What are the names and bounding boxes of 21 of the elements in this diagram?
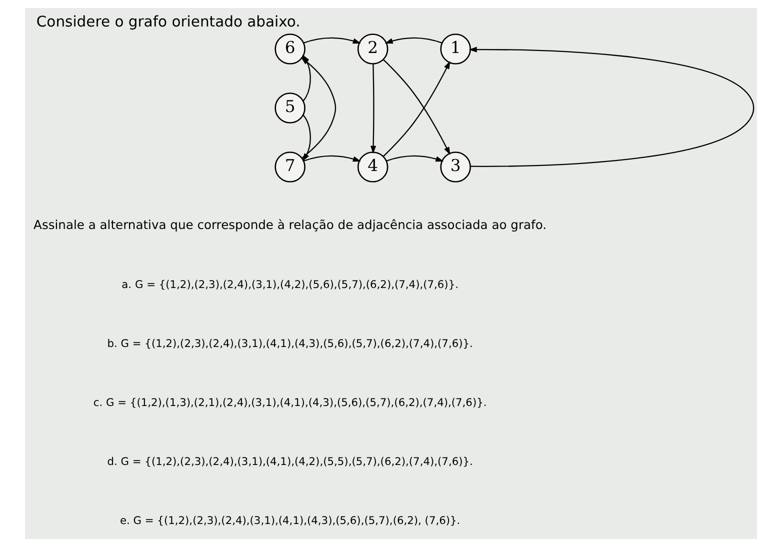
node-circle: 2 [356, 34, 388, 64]
label: Assinale a alternativa que corresponde à relação de adjacência associada ao grafo. [33, 218, 546, 232]
node-circle: 7 [274, 152, 305, 182]
node-circle: 6 [274, 34, 305, 64]
arrow [386, 155, 444, 162]
arrow [302, 37, 360, 44]
arrow [384, 37, 442, 44]
arrow [300, 57, 336, 158]
arrow [370, 64, 376, 154]
node-circle: 1 [440, 34, 470, 64]
label: d. G = {(1,2),(2,3),(2,4),(3,1),(4,1),(4,2),(5,5),(5,7),(6,2),(7,4),(7,6)}. [106, 454, 472, 468]
label: a. G = {(1,2),(2,3),(2,4),(3,1),(4,2),(5,6),(5,7),(6,2),(7,4),(7,6)}. [121, 278, 458, 291]
label: e. G = {(1,2),(2,3),(2,4),(3,1),(4,1),(4,3),(5,6),(5,7),(6,2), (7,6)}. [119, 514, 460, 527]
diagram-title: Considere o grafo orientado abaixo. [36, 13, 300, 30]
label: b. G = {(1,2),(2,3),(2,4),(3,1),(4,1),(4,3),(5,6),(5,7),(6,2),(7,4),(7,6)}. [106, 336, 472, 350]
label: c. G = {(1,2),(1,3),(2,1),(2,4),(3,1),(4,1),(4,3),(5,6),(5,7),(6,2),(7,4),(7,6)}. [92, 396, 486, 409]
node-circle: 4 [356, 152, 388, 182]
node-circle: 5 [274, 92, 305, 124]
arrow [468, 46, 754, 167]
arrow [302, 155, 360, 162]
node-circle: 3 [440, 152, 470, 182]
